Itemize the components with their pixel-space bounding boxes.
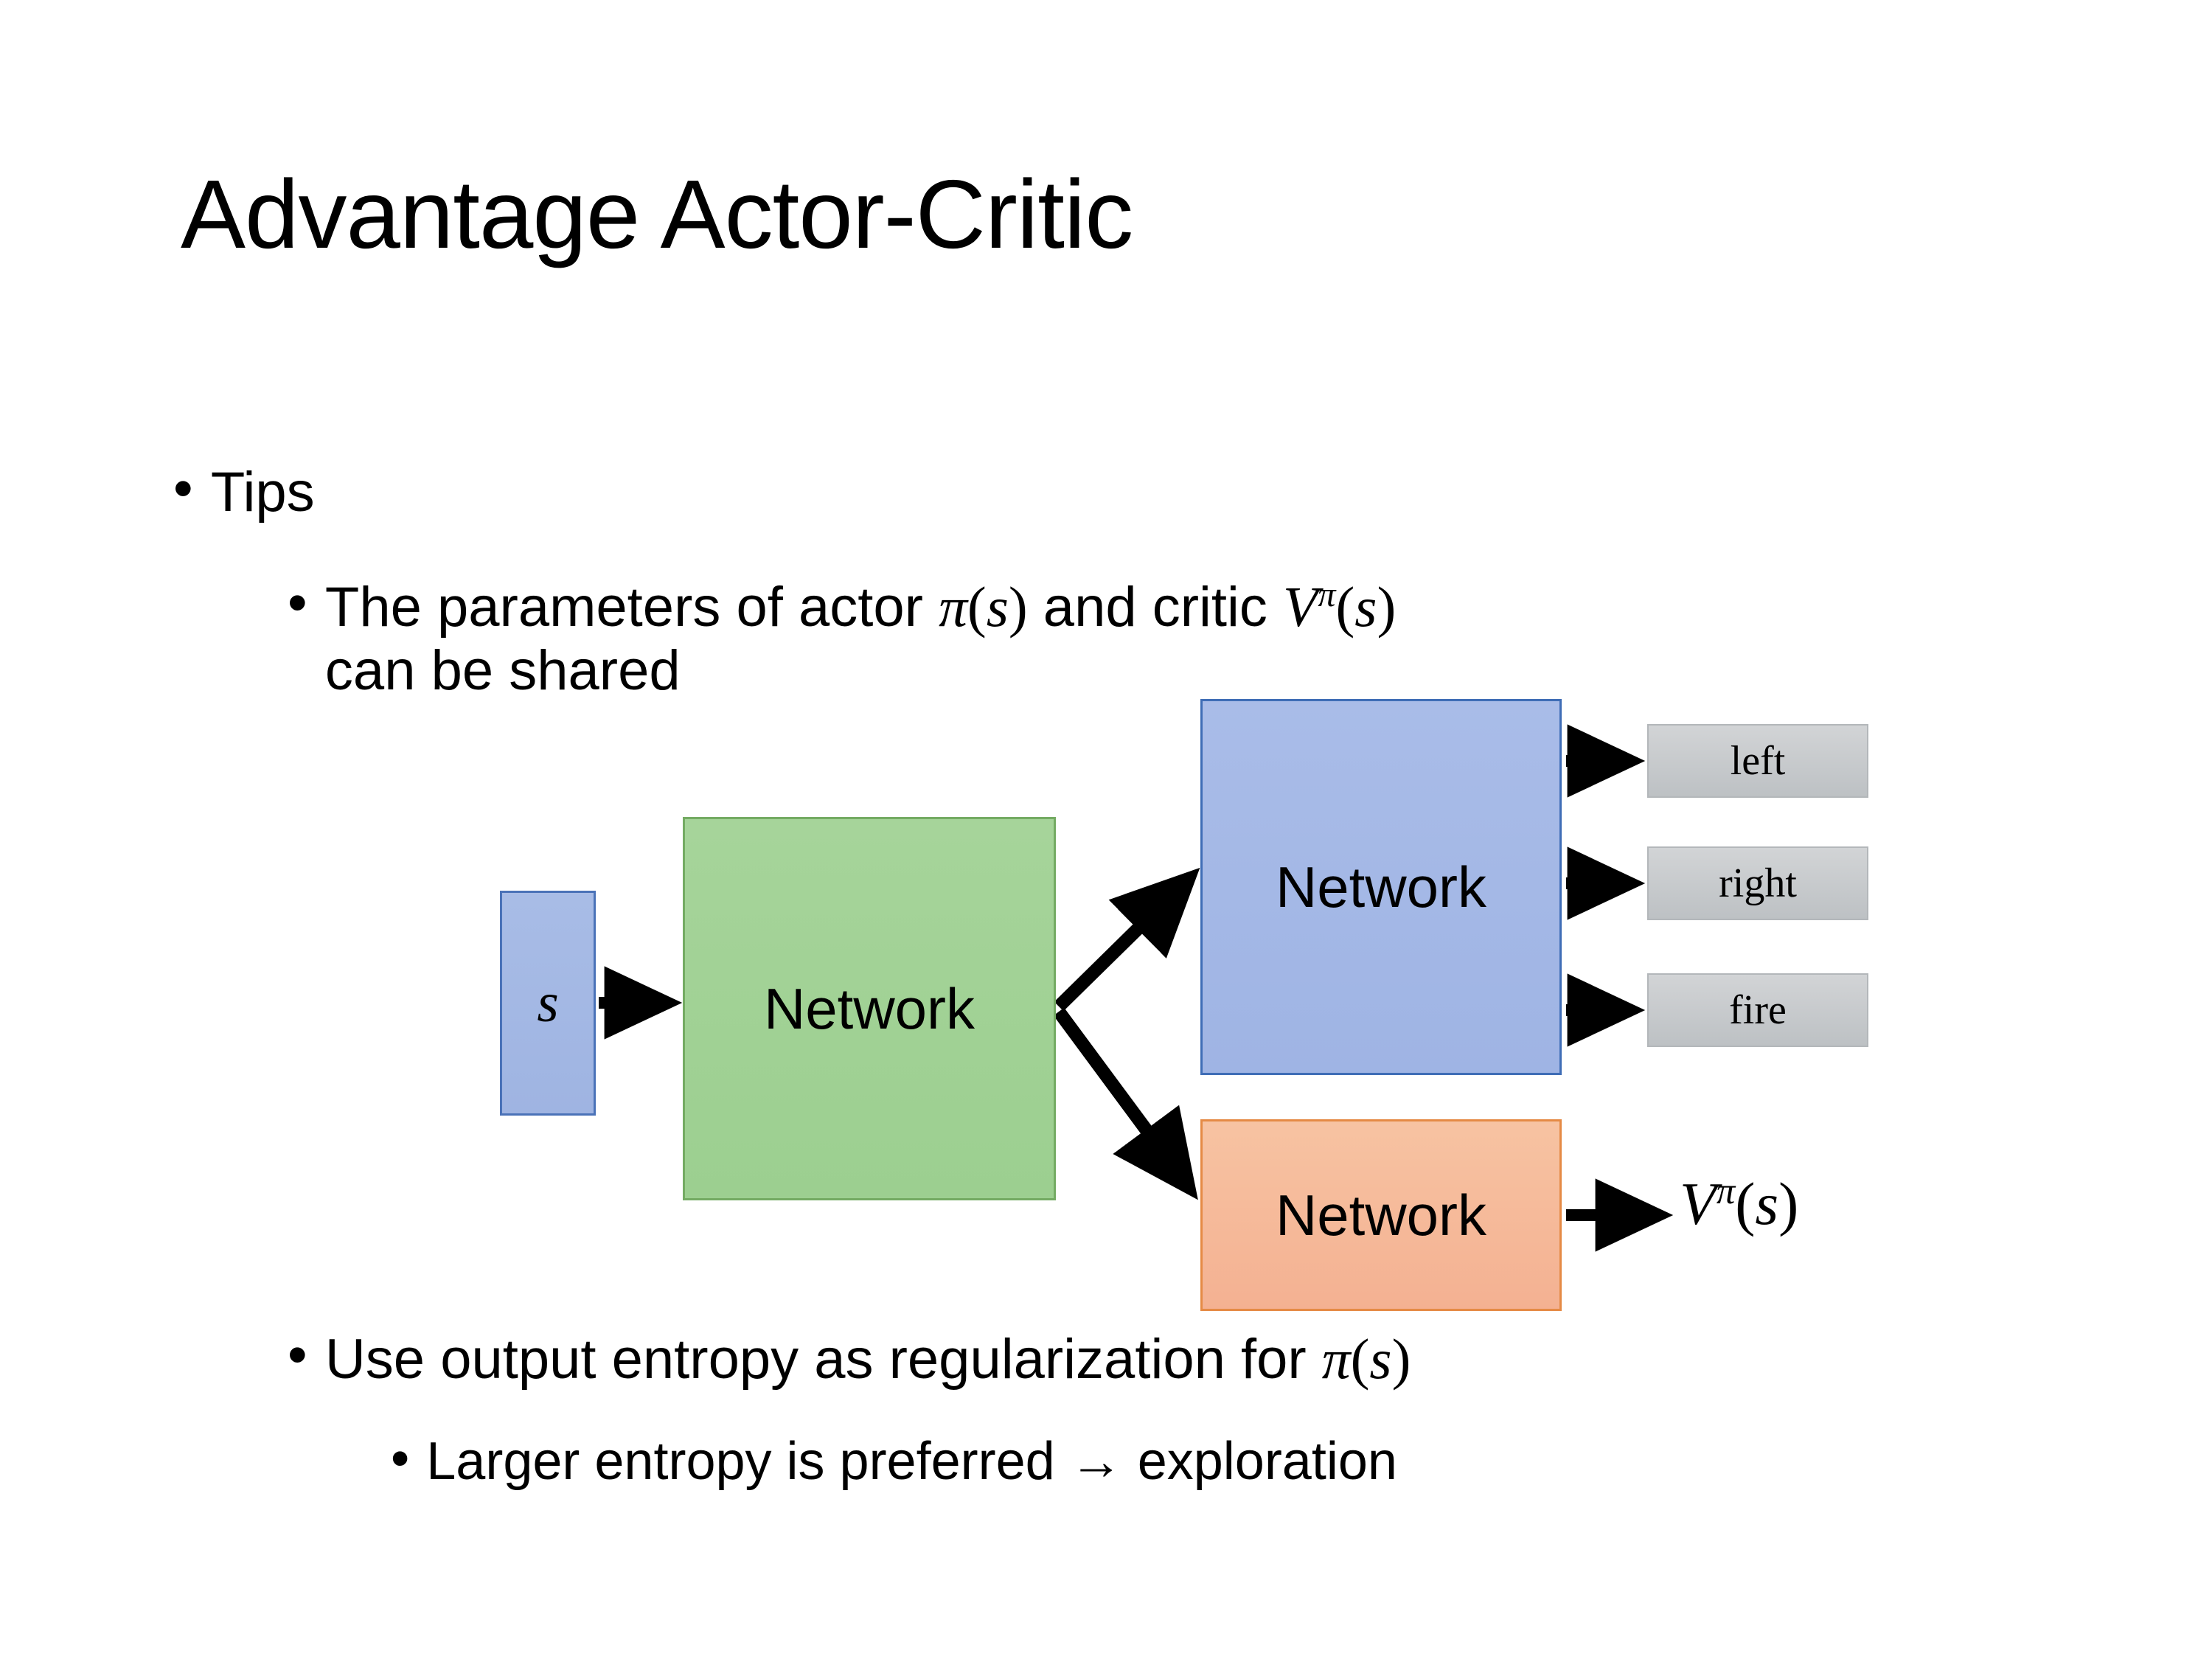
math-pi-of-s: π(s) bbox=[939, 575, 1028, 639]
math-pi-of-s: π(s) bbox=[1322, 1327, 1411, 1391]
state-input-box: s bbox=[500, 891, 596, 1116]
action-output-right: right bbox=[1647, 846, 1868, 920]
critic-network-label: Network bbox=[1275, 1182, 1487, 1248]
math-pi-superscript: π bbox=[1716, 1169, 1736, 1211]
math-v-pi-of-s: Vπ(s) bbox=[1283, 575, 1396, 639]
bullet-entropy-text: Use output entropy as regularization for… bbox=[325, 1327, 1983, 1391]
math-paren-open: ( bbox=[1335, 575, 1355, 639]
math-pi-superscript: π bbox=[1318, 575, 1336, 615]
shared-network-label: Network bbox=[763, 975, 975, 1041]
math-s-symbol: s bbox=[1354, 575, 1377, 639]
bullet-shared-mid: and critic bbox=[1027, 576, 1284, 639]
bullet-marker: • bbox=[391, 1429, 410, 1488]
bullet-entropy-regularization: • Use output entropy as regularization f… bbox=[288, 1327, 1983, 1391]
action-output-fire: fire bbox=[1647, 973, 1868, 1047]
math-paren-open: ( bbox=[967, 575, 987, 639]
action-output-right-label: right bbox=[1719, 860, 1797, 906]
value-output-expression: Vπ(s) bbox=[1680, 1170, 1798, 1237]
math-pi-symbol: π bbox=[939, 575, 967, 639]
bullet-tips: • Tips bbox=[173, 461, 315, 524]
math-s-symbol: s bbox=[1755, 1170, 1779, 1237]
bullet-exploration: • Larger entropy is preferred → explorat… bbox=[391, 1432, 2013, 1492]
math-s-symbol: s bbox=[1369, 1327, 1392, 1391]
action-output-left-label: left bbox=[1730, 738, 1786, 784]
bullet-entropy-lead: Use output entropy as regularization for bbox=[324, 1328, 1322, 1391]
arrow-shared-network-to-actor-network bbox=[1054, 867, 1200, 1012]
math-v-symbol: V bbox=[1283, 575, 1318, 639]
math-paren-open: ( bbox=[1735, 1170, 1756, 1237]
bullet-marker: • bbox=[288, 571, 307, 634]
shared-network-box: Network bbox=[683, 817, 1056, 1200]
bullet-marker: • bbox=[288, 1324, 307, 1386]
math-paren-close: ) bbox=[1377, 575, 1397, 639]
page-title: Advantage Actor-Critic bbox=[181, 160, 1133, 268]
math-pi-symbol: π bbox=[1321, 1327, 1351, 1391]
bullet-shared-text: The parameters of actor π(s) and critic … bbox=[325, 575, 1821, 702]
math-s-symbol: s bbox=[986, 575, 1009, 639]
state-input-label: s bbox=[537, 972, 559, 1034]
critic-network-box: Network bbox=[1200, 1119, 1562, 1311]
bullet-tips-label: Tips bbox=[210, 461, 315, 524]
bullet-exploration-label: Larger entropy is preferred → exploratio… bbox=[426, 1432, 1397, 1491]
math-v-symbol: V bbox=[1680, 1170, 1717, 1237]
bullet-shared-parameters: • The parameters of actor π(s) and criti… bbox=[288, 575, 1821, 702]
action-output-left: left bbox=[1647, 724, 1868, 798]
bullet-shared-line2: can be shared bbox=[324, 639, 681, 702]
math-paren-close: ) bbox=[1391, 1327, 1411, 1391]
math-paren-close: ) bbox=[1008, 575, 1028, 639]
actor-network-box: Network bbox=[1200, 699, 1562, 1075]
math-paren-open: ( bbox=[1350, 1327, 1370, 1391]
action-output-fire-label: fire bbox=[1729, 987, 1787, 1033]
value-output-label: Vπ(s) bbox=[1680, 1169, 1798, 1239]
actor-network-label: Network bbox=[1275, 854, 1487, 919]
math-paren-close: ) bbox=[1778, 1170, 1799, 1237]
bullet-shared-lead: The parameters of actor bbox=[324, 576, 939, 639]
bullet-marker: • bbox=[173, 457, 193, 520]
arrow-shared-network-to-critic-network bbox=[1053, 1007, 1198, 1200]
